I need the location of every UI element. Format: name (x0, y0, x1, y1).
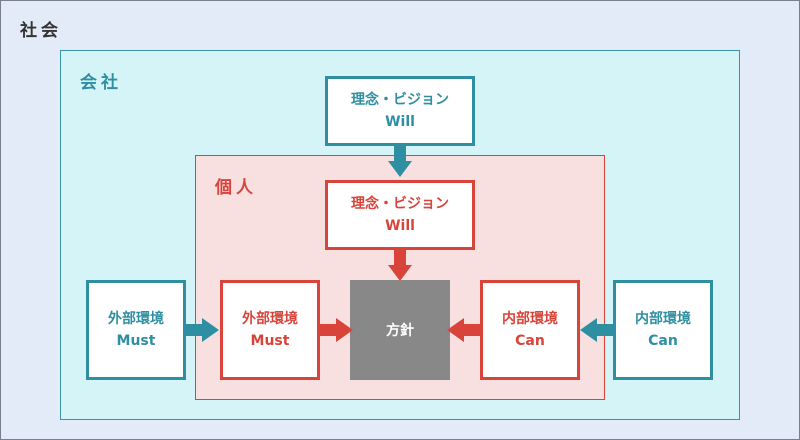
company-label: 会社 (80, 73, 122, 93)
arrow-individual-vision-to-policy (388, 250, 412, 281)
company-internal-title: 内部環境 (635, 311, 691, 327)
individual-vision-sub: Will (385, 218, 415, 234)
individual-internal-sub: Can (515, 333, 545, 349)
company-vision-sub: Will (385, 114, 415, 130)
policy-box: 方針 (350, 280, 450, 380)
arrow-company-external-to-individual-external (186, 318, 219, 342)
individual-external-title: 外部環境 (242, 311, 298, 327)
individual-external-sub: Must (250, 333, 290, 349)
individual-external-box: 外部環境 Must (220, 280, 320, 380)
company-external-sub: Must (116, 333, 156, 349)
arrow-individual-internal-to-policy (447, 318, 480, 342)
company-external-box: 外部環境 Must (86, 280, 186, 380)
individual-vision-box: 理念・ビジョン Will (325, 180, 475, 250)
arrow-company-vision-to-individual-vision (388, 146, 412, 177)
policy-label: 方針 (386, 323, 414, 339)
company-external-title: 外部環境 (108, 311, 164, 327)
company-vision-title: 理念・ビジョン (351, 92, 449, 108)
arrow-company-internal-to-individual-internal (580, 318, 613, 342)
individual-internal-title: 内部環境 (502, 311, 558, 327)
individual-internal-box: 内部環境 Can (480, 280, 580, 380)
company-vision-box: 理念・ビジョン Will (325, 76, 475, 146)
company-internal-sub: Can (648, 333, 678, 349)
company-internal-box: 内部環境 Can (613, 280, 713, 380)
society-label: 社会 (20, 21, 62, 41)
individual-label: 個人 (215, 178, 257, 198)
individual-vision-title: 理念・ビジョン (351, 196, 449, 212)
arrow-individual-external-to-policy (320, 318, 353, 342)
